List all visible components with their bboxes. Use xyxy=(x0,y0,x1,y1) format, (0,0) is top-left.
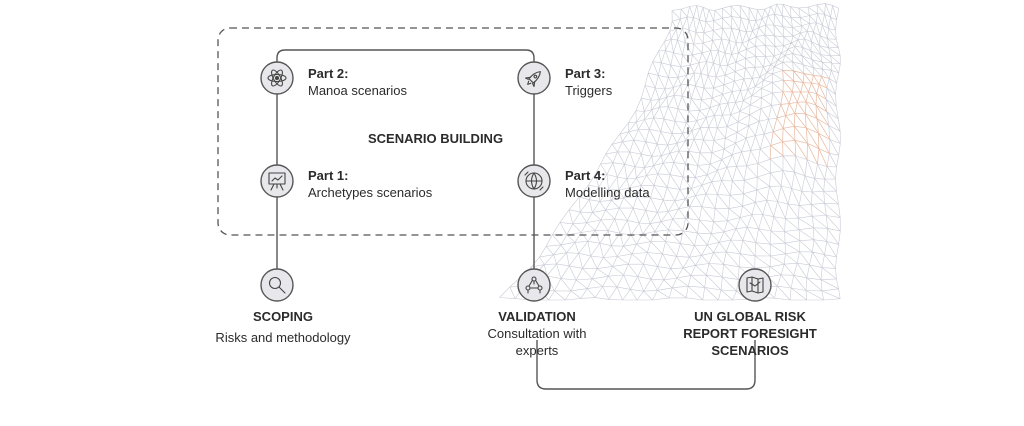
connector-top-loop xyxy=(276,49,535,78)
node-part-1 xyxy=(260,164,294,198)
part-4-label: Part 4: Modelling data xyxy=(565,167,650,201)
part-1-title: Part 1: xyxy=(308,168,349,183)
node-validation xyxy=(517,268,551,302)
validation-label: VALIDATION Consultation with experts xyxy=(467,308,607,359)
globe-chart-icon xyxy=(524,171,544,191)
part-3-title: Part 3: xyxy=(565,66,606,81)
wireframe-terrain-background xyxy=(499,3,841,301)
wireframe-mesh-accent xyxy=(769,70,831,167)
magnifier-icon xyxy=(268,276,286,294)
node-un-report xyxy=(738,268,772,302)
part-2-label: Part 2: Manoa scenarios xyxy=(308,65,407,99)
validation-title: VALIDATION xyxy=(498,309,576,324)
scoping-subtitle: Risks and methodology xyxy=(215,330,351,345)
part-4-subtitle: Modelling data xyxy=(565,185,650,200)
scoping-title: SCOPING xyxy=(253,309,313,324)
part-2-subtitle: Manoa scenarios xyxy=(308,83,407,98)
node-part-3 xyxy=(517,61,551,95)
scenario-building-group-border xyxy=(217,27,689,236)
un-report-title: UN GLOBAL RISK REPORT FORESIGHT SCENARIO… xyxy=(683,309,817,358)
part-1-label: Part 1: Archetypes scenarios xyxy=(308,167,432,201)
part-1-subtitle: Archetypes scenarios xyxy=(308,185,433,200)
atom-icon xyxy=(267,69,287,87)
validation-subtitle: Consultation with experts xyxy=(487,326,587,358)
connector-bottom-loop xyxy=(536,340,756,390)
part-2-title: Part 2: xyxy=(308,66,349,81)
scoping-label: SCOPING Risks and methodology xyxy=(215,308,350,346)
part-3-subtitle: Triggers xyxy=(565,83,613,98)
un-report-label: UN GLOBAL RISK REPORT FORESIGHT SCENARIO… xyxy=(680,308,820,359)
node-scoping xyxy=(260,268,294,302)
presentation-board-icon xyxy=(268,172,286,191)
people-network-icon xyxy=(525,276,543,294)
map-icon xyxy=(746,276,764,294)
part-4-title: Part 4: xyxy=(565,168,606,183)
rocket-icon xyxy=(524,71,541,88)
wireframe-mesh-lines xyxy=(499,3,841,301)
part-3-label: Part 3: Triggers xyxy=(565,65,612,99)
scenario-building-title: SCENARIO BUILDING xyxy=(368,131,504,146)
